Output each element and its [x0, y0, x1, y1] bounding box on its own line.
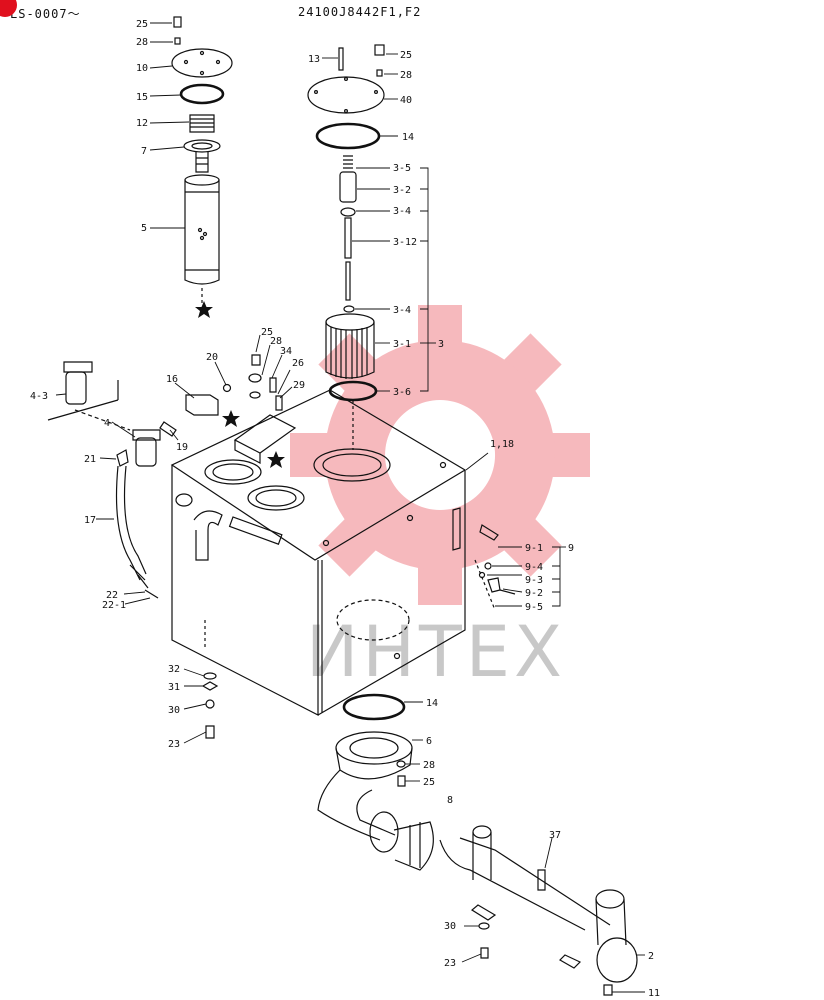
level-gauge-parts — [474, 524, 516, 611]
strainer-assembly — [307, 44, 385, 450]
callout-label: 14 — [402, 132, 414, 143]
callout-label: 9-4 — [525, 562, 543, 573]
callout-labels: 25 28 10 15 12 7 5 13 25 28 40 14 3-5 3-… — [30, 19, 660, 999]
callout-label: 17 — [84, 515, 96, 526]
callout-label: 32 — [168, 664, 180, 675]
callout-label: 13 — [308, 54, 320, 65]
callout-label: 6 — [426, 736, 432, 747]
callout-label: 8 — [447, 795, 453, 806]
callout-label: 3 — [438, 339, 444, 350]
watermark-text: ИНТЕХ — [306, 611, 566, 693]
callout-label: 3-5 — [393, 163, 411, 174]
header-right-code: 24100J8442F1,F2 — [298, 5, 422, 19]
header-left-code: LS-0007～ — [10, 7, 81, 21]
callout-label: 23 — [444, 958, 456, 969]
callout-label: 29 — [293, 380, 305, 391]
callout-label: 25 — [400, 50, 412, 61]
callout-label: 31 — [168, 682, 180, 693]
callout-label: 3-12 — [393, 237, 417, 248]
callout-label: 28 — [270, 336, 282, 347]
suction-piping — [317, 693, 638, 996]
callout-label: 34 — [280, 346, 292, 357]
star-icon — [195, 301, 213, 318]
callout-label: 37 — [549, 830, 561, 841]
callout-label: 14 — [426, 698, 438, 709]
callout-label: 30 — [444, 921, 456, 932]
hydraulic-tank — [170, 389, 467, 716]
callout-label: 30 — [168, 705, 180, 716]
callout-label: 20 — [206, 352, 218, 363]
callout-label: 28 — [423, 760, 435, 771]
callout-label: 4-3 — [30, 391, 48, 402]
callout-label: 9-2 — [525, 588, 543, 599]
callout-label: 26 — [292, 358, 304, 369]
callout-label: 9-3 — [525, 575, 543, 586]
corner-badge-icon — [0, 0, 17, 17]
callout-label: 9 — [568, 543, 574, 554]
callout-label: 3-4 — [393, 206, 411, 217]
callout-label: 28 — [400, 70, 412, 81]
callout-label: 5 — [141, 223, 147, 234]
callout-label: 1,18 — [490, 439, 514, 450]
callout-label: 25 — [261, 327, 273, 338]
callout-label: 40 — [400, 95, 412, 106]
leader-lines — [55, 22, 645, 993]
callout-label: 2 — [648, 951, 654, 962]
callout-label: 15 — [136, 92, 148, 103]
callout-label: 3-2 — [393, 185, 411, 196]
callout-label: 23 — [168, 739, 180, 750]
callout-label: 7 — [141, 146, 147, 157]
callout-label: 16 — [166, 374, 178, 385]
callout-label: 12 — [136, 118, 148, 129]
callout-label: 9-1 — [525, 543, 543, 554]
callout-label: 22-1 — [102, 600, 126, 611]
callout-label: 25 — [136, 19, 148, 30]
callout-label: 3-4 — [393, 305, 411, 316]
left-fittings — [47, 354, 283, 739]
callout-label: 28 — [136, 37, 148, 48]
callout-label: 19 — [176, 442, 188, 453]
callout-label: 3-6 — [393, 387, 411, 398]
callout-label: 11 — [648, 988, 660, 999]
callout-label: 4 — [104, 418, 110, 429]
star-icon — [222, 410, 240, 427]
callout-label: 22 — [106, 590, 118, 601]
callout-label: 9-5 — [525, 602, 543, 613]
callout-label: 21 — [84, 454, 96, 465]
star-icon — [267, 451, 285, 468]
callout-label: 25 — [423, 777, 435, 788]
callout-label: 3-1 — [393, 339, 411, 350]
callout-label: 10 — [136, 63, 148, 74]
filter-cover-assembly — [171, 16, 233, 318]
